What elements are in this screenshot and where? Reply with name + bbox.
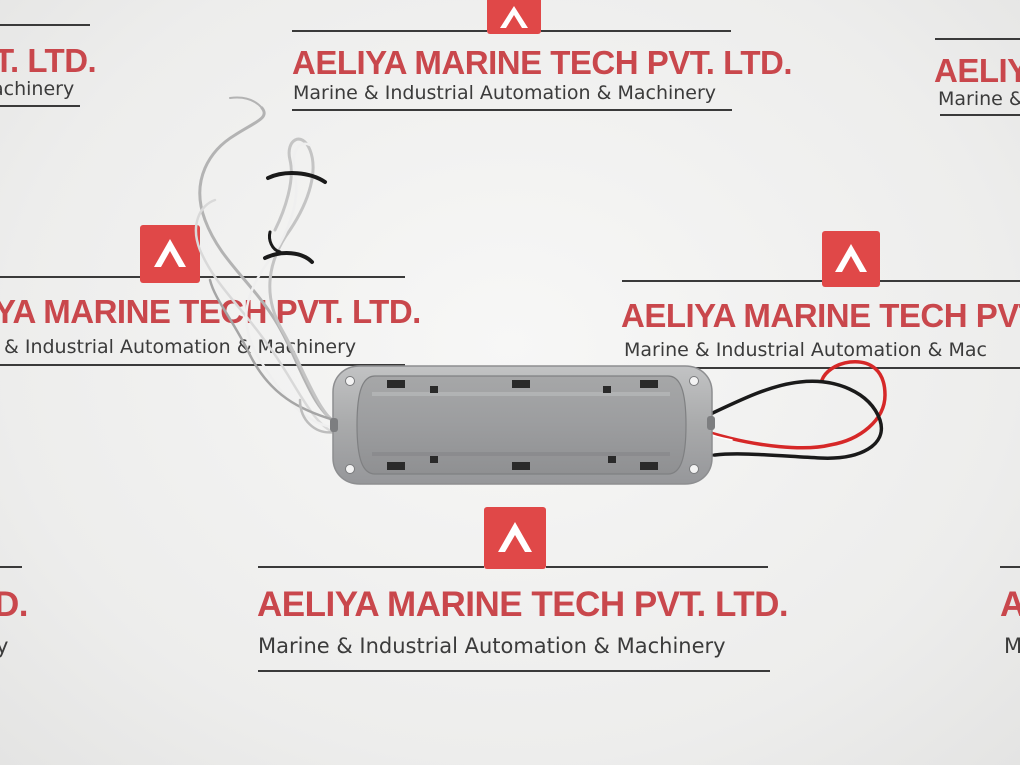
watermark-subtitle: & Industrial Automation & Machinery: [4, 336, 357, 358]
watermark-title: D.: [0, 585, 29, 624]
red-black-wires: [693, 360, 887, 460]
watermark-rule-right: [880, 280, 1020, 282]
watermark-title: A: [1000, 585, 1020, 624]
watermark-rule-left: [292, 30, 487, 32]
watermark-title: AELIYA: [934, 52, 1020, 89]
watermark-subtitle: Marine &: [938, 88, 1020, 110]
watermark-logo-icon: [487, 0, 541, 34]
watermark-rule: [0, 566, 22, 568]
watermark-logo-icon: [822, 231, 880, 287]
watermark-rule-bottom: [622, 367, 1020, 369]
triangle-a-logo-icon: [835, 244, 867, 272]
triangle-a-logo-icon: [154, 239, 186, 267]
watermark-rule-left: [258, 566, 484, 568]
watermark-rule-left: [622, 280, 822, 282]
watermark-rule: [935, 38, 1020, 40]
watermark-title: AELIYA MARINE TECH PVT. LTD.: [257, 585, 789, 624]
watermark-subtitle: y: [0, 634, 9, 658]
watermark-title: AELIYA MARINE TECH PVT.: [621, 297, 1020, 334]
watermark-rule-right: [541, 30, 731, 32]
watermark-rule-left: [0, 276, 140, 278]
watermark-title: AELIYA MARINE TECH PVT. LTD.: [292, 44, 792, 81]
watermark-logo-icon: [484, 507, 546, 569]
watermark-rule-bottom: [0, 364, 405, 366]
grey-wire-bundle: [194, 96, 347, 437]
watermark-rule-bottom: [0, 105, 80, 107]
watermark-subtitle: Marine & Industrial Automation & Machine…: [293, 82, 717, 104]
triangle-a-logo-icon: [500, 6, 528, 28]
watermark-title: T. LTD.: [0, 42, 97, 79]
watermark-logo-icon: [140, 225, 200, 283]
watermark-rule-bottom: [940, 114, 1020, 116]
watermark-subtitle: M: [1004, 634, 1020, 658]
watermark-rule-bottom: [258, 670, 770, 672]
watermark-subtitle: Marine & Industrial Automation & Mac: [624, 339, 987, 361]
triangle-a-logo-icon: [498, 522, 532, 552]
watermark-subtitle: achinery: [0, 78, 75, 100]
watermark-rule-right: [546, 566, 768, 568]
watermark-title: YA MARINE TECH PVT. LTD.: [0, 293, 421, 330]
watermark-rule-bottom: [292, 109, 732, 111]
watermark-subtitle: Marine & Industrial Automation & Machine…: [258, 634, 726, 658]
fixture-housing: [330, 365, 715, 485]
watermark-rule: [1000, 566, 1020, 568]
watermark-rule-right: [200, 276, 405, 278]
watermark-rule: [0, 24, 90, 26]
